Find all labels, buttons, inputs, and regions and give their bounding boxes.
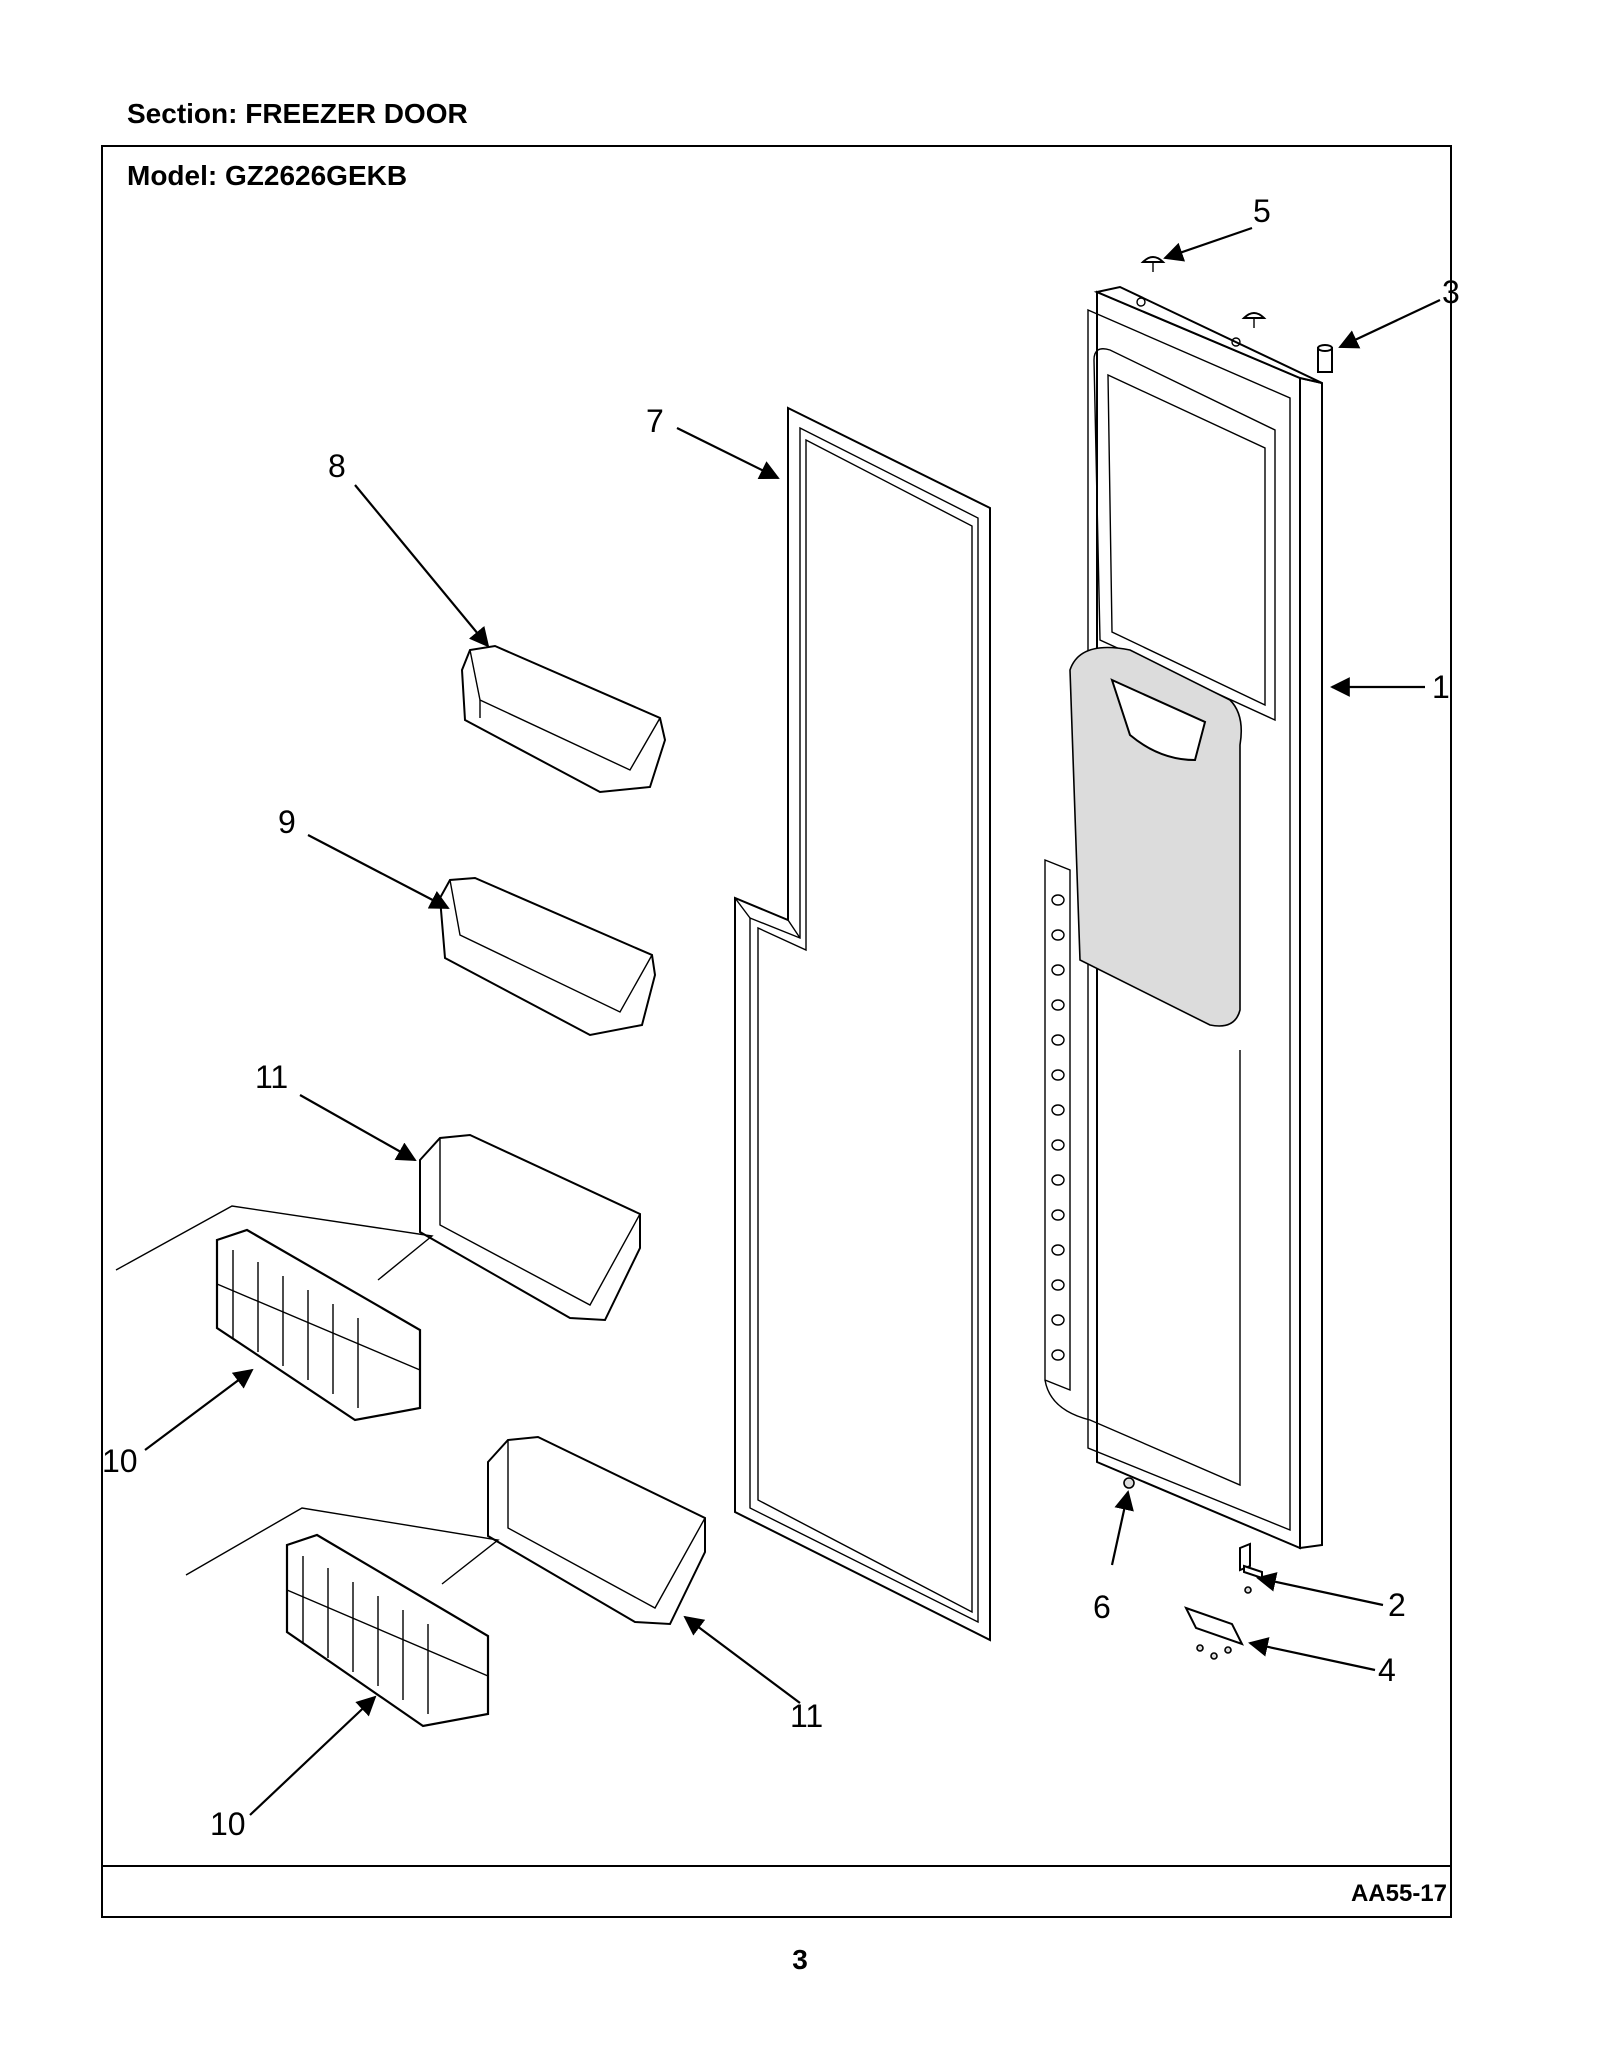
- hinge-pin-part: [1239, 1542, 1263, 1594]
- callout-3: 3: [1442, 274, 1460, 310]
- section-title: Section: FREEZER DOOR: [127, 98, 468, 129]
- callout-7: 7: [646, 403, 664, 439]
- model-label: Model: GZ2626GEKB: [127, 160, 408, 191]
- callout-11-lower: 11: [790, 1698, 823, 1734]
- wire-basket-lower-part: [185, 1507, 500, 1728]
- door-bin-upper-part: [460, 644, 667, 794]
- callout-1: 1: [1432, 669, 1450, 705]
- door-gasket-part: [734, 406, 991, 1642]
- callout-arrows: [144, 226, 1441, 1816]
- callout-11-upper: 11: [255, 1059, 288, 1095]
- callout-4: 4: [1378, 1652, 1396, 1688]
- footer-divider: [101, 1865, 1452, 1867]
- wire-basket-upper-part: [115, 1205, 434, 1422]
- freezer-door-panel: [1044, 285, 1323, 1550]
- door-bin-middle-part: [438, 876, 657, 1037]
- page-number: 3: [792, 1944, 808, 1975]
- callout-5: 5: [1253, 193, 1271, 229]
- hinge-bracket-part: [1184, 1606, 1244, 1660]
- shelf-bin-upper-part: [419, 1133, 641, 1322]
- drawing-code: AA55-17: [1350, 1880, 1447, 1907]
- callout-6: 6: [1093, 1589, 1111, 1625]
- diagram-frame: [101, 145, 1452, 1918]
- bin-slots: [1051, 894, 1065, 1361]
- callout-2: 2: [1388, 1587, 1406, 1623]
- shelf-bin-lower-part: [487, 1435, 706, 1626]
- hinge-bushing-part: [1317, 344, 1333, 373]
- top-cap-part: [1140, 256, 1267, 328]
- callout-9: 9: [278, 804, 296, 840]
- screw-part: [1123, 1477, 1135, 1489]
- callout-8: 8: [328, 448, 346, 484]
- callout-10-upper: 10: [102, 1443, 138, 1479]
- callout-10-lower: 10: [210, 1806, 246, 1842]
